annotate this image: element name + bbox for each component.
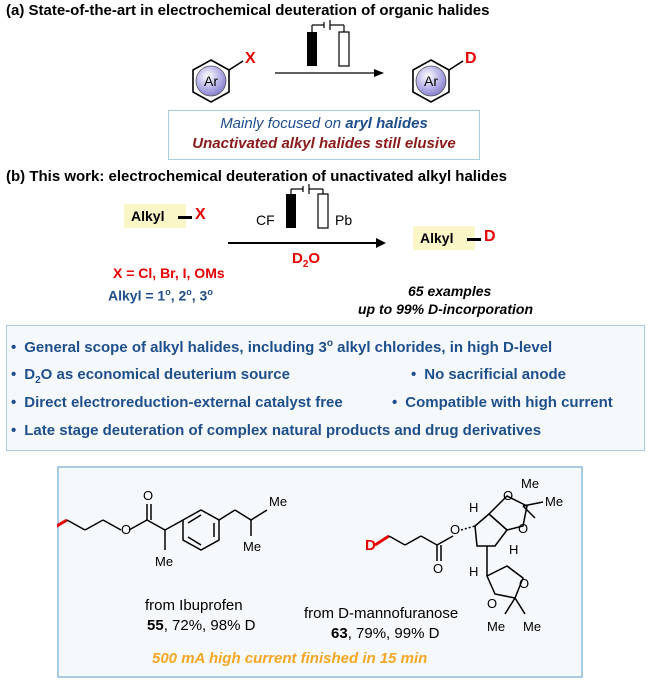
d2o-reagent: D2O [292,250,321,270]
deuterated-aryl-structure: Ar D [412,50,477,103]
me-55-bottom: Me [243,539,261,554]
section-a-summary-box: Mainly focused on aryl halides Unactivat… [168,110,480,160]
d-label-a: D [465,50,477,67]
me-55: Me [155,554,173,569]
alkyl-x-bond [178,216,192,219]
alkyl-halide-box [124,204,186,228]
highlight-no-anode: •No sacrificial anode [411,366,566,383]
o-63-b: O [518,521,528,536]
example-55-source: from Ibuprofen [145,597,243,614]
section-b-title: (b) This work: electrochemical deuterati… [6,168,507,185]
compound-55-structure [57,504,268,551]
cf-electrode-label: CF [256,212,275,228]
me-63-a: Me [521,476,539,491]
o-63-d: O [519,576,529,591]
o-63-a: O [503,488,513,503]
reaction-arrow-b-head [376,238,386,248]
example-structures: D O O Me Me Me D O O H O O Me Me H H O O… [57,476,563,634]
alkyl-deuteride-box [413,226,475,250]
pb-electrode-label: Pb [335,212,353,228]
o-carbonyl-55: O [143,488,153,503]
alkyl-label-left: Alkyl [131,208,165,224]
highlight-d2o: •D2O as economical deuterium source [11,366,290,386]
o-ester-63: O [450,522,460,537]
ar-label-left: Ar [204,73,218,89]
summary-line-1: Mainly focused on aryl halides [220,115,428,132]
d-label-63: D [365,537,376,554]
highlight-catalyst-free: •Direct electroreduction-external cataly… [11,394,343,411]
alkyl-degree-list: Alkyl = 1o, 2o, 3o [108,287,213,304]
example-63-yield: 63, 79%, 99% D [331,625,440,642]
highlights-box: •General scope of alkyl halides, includi… [6,325,645,451]
x-scope-list: X = Cl, Br, I, OMs [113,265,225,281]
me-63-b: Me [545,494,563,509]
d-incorporation: up to 99% D-incorporation [358,301,533,317]
highlight-scope: •General scope of alkyl halides, includi… [11,338,553,356]
section-a-scheme: Ar X Ar D [192,20,477,103]
alkyl-label-right: Alkyl [420,230,454,246]
aryl-halide-structure: Ar X [192,50,256,103]
o-63-c: O [487,596,497,611]
high-current-note: 500 mA high current finished in 15 min [152,650,428,667]
x-label-a: X [245,50,256,67]
me-55-top: Me [269,494,287,509]
highlight-late-stage: •Late stage deuteration of complex natur… [11,422,542,439]
compound-63-structure [374,495,544,615]
o-ester-55: O [121,522,131,537]
reaction-arrow-b [228,242,378,244]
example-63-source: from D-mannofuranose [304,605,459,622]
h-63-b: H [509,542,518,557]
o-carbonyl-63: O [433,561,443,576]
x-label-b: X [195,206,206,223]
me-63-c: Me [487,619,505,634]
examples-count: 65 examples [408,283,492,299]
section-a-title: (a) State-of-the-art in electrochemical … [6,2,490,19]
example-55-yield: 55, 72%, 98% D [147,617,256,634]
ar-label-right: Ar [424,73,438,89]
h-63-c: H [469,564,478,579]
highlight-high-current: •Compatible with high current [392,394,613,411]
me-63-d: Me [523,619,541,634]
alkyl-d-bond [467,238,481,241]
h-63-a: H [469,500,478,515]
battery-icon-a [307,20,350,67]
summary-line-2: Unactivated alkyl halides still elusive [192,135,456,152]
d-label-b: D [484,228,496,245]
battery-icon-b [286,184,329,229]
